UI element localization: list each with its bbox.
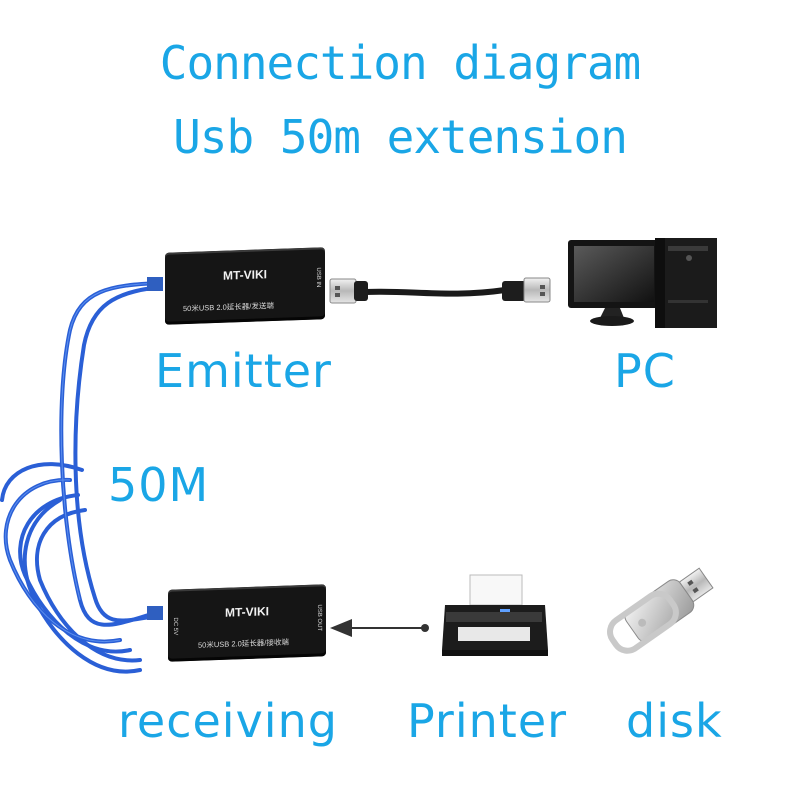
usb-a-cable [329,277,551,304]
usb-plug-right [523,277,551,303]
receiver-model-text: 50米USB 2.0延长器/接收端 [198,637,289,650]
diagram-title: Connection diagram [159,36,642,90]
emitter-device: MT-VIKI 50米USB 2.0延长器/发送端 USB IN [165,247,325,325]
receiver-cable-boot [147,606,163,620]
usb-plug-left [329,278,357,304]
receiver-brand: MT-VIKI [225,604,269,620]
printer-caption: Printer [407,694,568,748]
emitter-port-label: USB IN [315,267,321,288]
printer-icon [442,574,548,656]
receiver-caption: receiving [118,694,338,748]
cable-length-label: 50M [108,458,210,512]
receiver-port-label: USB OUT [316,604,322,632]
desktop-computer-icon [568,238,717,328]
pc-caption: PC [614,344,676,398]
emitter-brand: MT-VIKI [223,267,267,283]
arrow-printer-to-receiver-icon [330,619,429,637]
usb-flash-drive-icon [607,567,714,654]
diagram-subtitle: Usb 50m extension [173,110,628,164]
emitter-cable-boot [147,277,163,291]
emitter-model-text: 50米USB 2.0延长器/发送端 [183,300,274,314]
emitter-caption: Emitter [155,344,332,398]
disk-caption: disk [626,694,723,748]
receiver-device: DC 5V MT-VIKI 50米USB 2.0延长器/接收端 USB OUT [168,584,326,662]
